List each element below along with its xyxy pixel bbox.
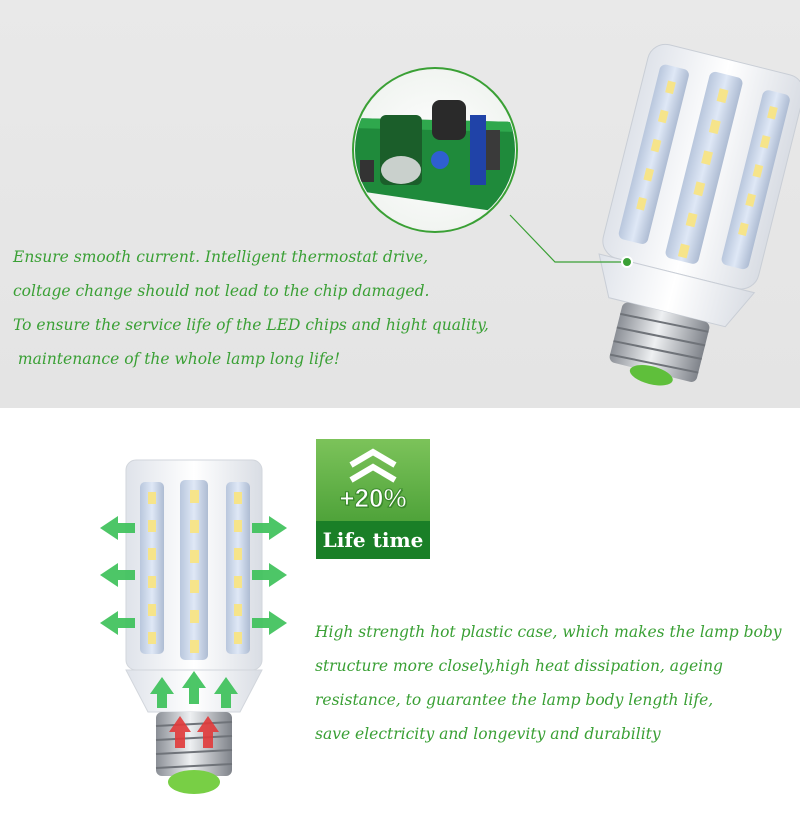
heat-dissipation-arrows [100,516,287,708]
arrow-right-icon [252,516,287,540]
bottom-text-line: save electricity and longevity and durab… [315,725,661,743]
arrow-up-icon [169,716,191,748]
top-feature-description: Ensure smooth current. Intelligent therm… [13,240,533,376]
arrow-left-icon [100,611,135,635]
top-text-line: Ensure smooth current. Intelligent therm… [13,248,429,266]
bottom-text-line: resistance, to guarantee the lamp body l… [315,691,714,709]
callout-line [509,214,627,263]
lifetime-badge: +20% Life time [316,439,430,559]
arrow-up-icon [150,677,174,708]
bottom-text-line: structure more closely,high heat dissipa… [315,657,723,675]
top-text-line: maintenance of the whole lamp long life! [13,350,341,368]
arrow-up-icon [197,716,219,748]
heat-source-arrows [169,716,219,748]
arrow-left-icon [100,516,135,540]
bottom-text-line: High strength hot plastic case, which ma… [315,623,782,641]
badge-label: Life time [316,521,430,559]
badge-percent: +20% [339,483,407,514]
arrow-left-icon [100,563,135,587]
driver-pcb-closeup [352,67,518,233]
corn-led-bulb-bottom [125,459,263,794]
top-text-line: To ensure the service life of the LED ch… [13,316,489,334]
arrow-up-icon [182,671,206,704]
top-text-line: coltage change should not lead to the ch… [13,282,430,300]
arrow-right-icon [252,563,287,587]
bottom-feature-description: High strength hot plastic case, which ma… [315,615,795,751]
arrow-right-icon [252,611,287,635]
arrow-up-icon [214,677,238,708]
corn-led-bulb-top [598,43,800,386]
